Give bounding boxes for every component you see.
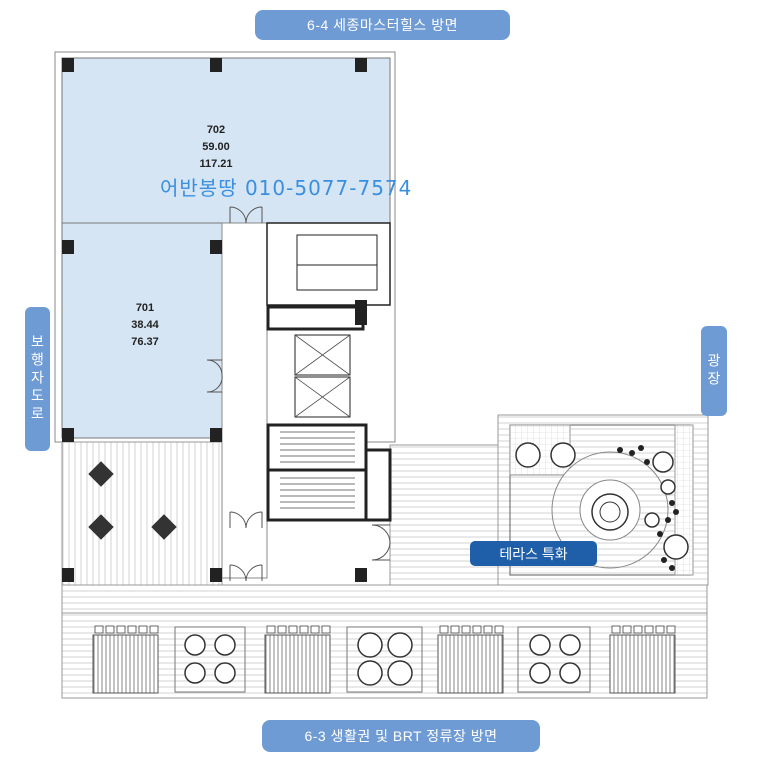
unit-supply-area: 76.37 <box>131 336 159 348</box>
south-direction-label: 6-3 생활권 및 BRT 정류장 방면 <box>262 720 540 752</box>
terrace-tables <box>88 461 177 540</box>
left-terrace <box>61 441 223 593</box>
planter-trees <box>184 632 581 686</box>
unit-702-label[interactable]: 702 59.00 117.21 <box>176 122 256 173</box>
slat-benches <box>92 634 676 694</box>
bench-blocks <box>94 625 676 634</box>
columns <box>62 58 367 582</box>
unit-number: 701 <box>135 302 155 314</box>
east-direction-label: 광장 <box>701 326 727 416</box>
elevator-icons <box>294 334 351 418</box>
doors <box>206 206 391 582</box>
unit-number: 702 <box>206 124 226 136</box>
south-deck <box>61 584 708 614</box>
unit-701-label[interactable]: 701 38.44 76.37 <box>105 300 185 351</box>
stairs <box>280 431 355 509</box>
corridor <box>221 222 268 579</box>
planter-boxes <box>174 626 591 693</box>
terrace-feature-label: 테라스 특화 <box>470 541 597 566</box>
core-block <box>266 222 392 522</box>
west-direction-label: 보행자도로 <box>25 307 50 451</box>
garden-trees <box>515 442 689 560</box>
garden-shrubs <box>617 445 679 571</box>
tree-icon <box>591 493 629 531</box>
tree-icon-inner <box>599 501 621 523</box>
unit-702[interactable] <box>61 57 391 224</box>
phone-watermark: 어반봉땅 010-5077-7574 <box>160 176 413 200</box>
unit-supply-area: 117.21 <box>199 158 233 170</box>
north-direction-label: 6-4 세종마스터힐스 방면 <box>255 10 510 40</box>
unit-exclusive-area: 38.44 <box>131 319 159 331</box>
unit-exclusive-area: 59.00 <box>202 141 230 153</box>
unit-701[interactable] <box>61 222 223 439</box>
